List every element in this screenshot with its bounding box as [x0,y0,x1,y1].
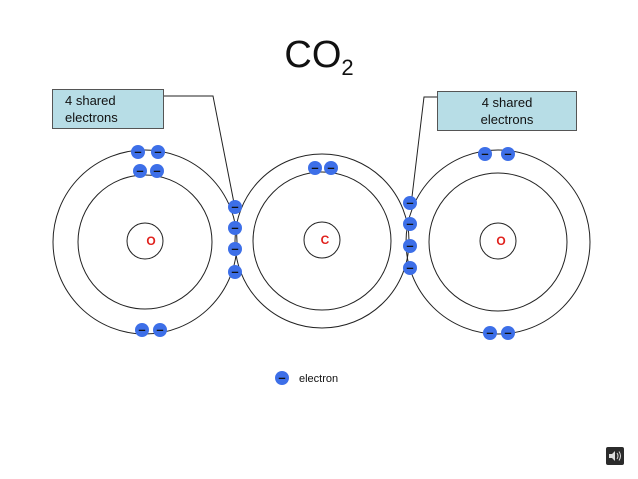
electron-sign: – [153,163,160,178]
electron-sign: – [231,220,238,235]
electron-sign: – [231,241,238,256]
callout-right-line2: electrons [480,112,534,127]
speaker-icon-glyph [609,451,621,461]
callout-right-line1: 4 shared [481,95,533,110]
electron-sign: – [504,325,511,340]
electron-dot [501,147,515,161]
electron-sign: – [136,163,143,178]
electron-right-outer-top-9: – [501,146,515,161]
electron-sign: – [231,264,238,279]
electron-shared-left-15: – [228,264,242,279]
right-atom-label: O [496,234,505,248]
center-atom-label: C [321,233,330,247]
electron-sign: – [231,199,238,214]
electron-left-outer-top-1: – [151,144,165,159]
right-inner-orbit [428,172,568,312]
electron-dot [151,145,165,159]
callout-left-line2: electrons [65,110,118,125]
electron-dot [403,217,417,231]
electron-left-inner-top-2: – [133,163,147,178]
electron-shared-right-17: – [403,216,417,231]
electron-dot [228,200,242,214]
electron-dot [324,161,338,175]
electron-sign: – [504,146,511,161]
electron-dot [228,265,242,279]
electron-sign: – [134,144,141,159]
legend-electron-icon [275,371,289,385]
right-nucleus [479,222,517,260]
legend-label: electron [299,373,338,385]
left-atom-label: O [146,234,155,248]
electron-dot [483,326,497,340]
electron-shared-right-18: – [403,238,417,253]
diagram-title: CO2 [0,34,638,81]
electron-dot [478,147,492,161]
electron-dot [501,326,515,340]
electron-dot [153,323,167,337]
electron-dot [403,196,417,210]
legend-electron-sign: – [278,370,285,385]
electron-right-outer-bottom-11: – [501,325,515,340]
electron-right-outer-bottom-10: – [483,325,497,340]
electron-shared-left-14: – [228,241,242,256]
electron-sign: – [406,238,413,253]
electron-dot [228,242,242,256]
title-text: CO [284,34,342,76]
electron-dot [150,164,164,178]
electron-dot [403,239,417,253]
electron-sign: – [481,146,488,161]
callout-left-leader [164,95,235,204]
electron-sign: – [406,216,413,231]
electron-sign: – [406,260,413,275]
electron-sign: – [406,195,413,210]
electron-dot [228,221,242,235]
electron-center-inner-top-6: – [308,160,322,175]
electron-sign: – [154,144,161,159]
electron-shared-left-13: – [228,220,242,235]
callout-left: 4 shared electrons [52,89,164,129]
electron-sign: – [486,325,493,340]
callout-left-line1: 4 shared [65,93,116,108]
callout-right: 4 shared electrons [437,91,577,131]
electron-right-outer-top-8: – [478,146,492,161]
electron-sign: – [311,160,318,175]
left-nucleus [126,222,164,260]
electron-shared-left-12: – [228,199,242,214]
electron-dot [308,161,322,175]
speaker-icon[interactable] [606,447,624,465]
center-inner-orbit [252,171,392,311]
electron-left-inner-top-3: – [150,163,164,178]
title-subscript: 2 [341,55,354,80]
electron-sign: – [156,322,163,337]
legend: – electron [275,370,338,385]
electrons-group: –––––––––––––––––––– [131,144,515,340]
electron-sign: – [327,160,334,175]
electron-left-outer-top-0: – [131,144,145,159]
electron-dot [135,323,149,337]
electron-shared-right-16: – [403,195,417,210]
electron-dot [131,145,145,159]
electron-left-outer-bottom-5: – [153,322,167,337]
callout-right-leader [410,96,437,206]
electron-sign: – [138,322,145,337]
electron-shared-right-19: – [403,260,417,275]
electron-dot [133,164,147,178]
center-nucleus [303,221,341,259]
electron-center-inner-top-7: – [324,160,338,175]
electron-dot [403,261,417,275]
electron-left-outer-bottom-4: – [135,322,149,337]
